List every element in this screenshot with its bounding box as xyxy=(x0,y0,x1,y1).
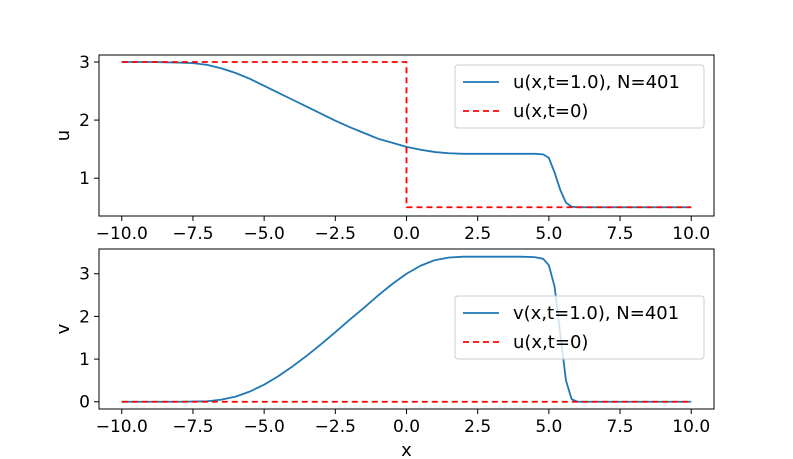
y-tick-label: 1 xyxy=(79,169,90,189)
x-tick-label: −2.5 xyxy=(315,417,356,437)
x-tick-label: 7.5 xyxy=(607,417,634,437)
x-tick-label: 10.0 xyxy=(672,417,710,437)
x-tick-label: 10.0 xyxy=(672,224,710,244)
legend-label: u(x,t=0) xyxy=(513,332,588,353)
x-tick-label: 0.0 xyxy=(393,417,420,437)
x-tick-label: 5.0 xyxy=(535,224,562,244)
y-tick-label: 2 xyxy=(79,111,90,131)
x-tick-label: 0.0 xyxy=(393,224,420,244)
x-tick-label: 2.5 xyxy=(464,417,491,437)
series-line-solution xyxy=(121,61,692,209)
x-axis-label: x xyxy=(401,440,412,459)
x-tick-label: 5.0 xyxy=(535,417,562,437)
y-tick-label: 1 xyxy=(79,350,90,370)
x-tick-label: −7.5 xyxy=(172,224,213,244)
legend: u(x,t=1.0), N=401 u(x,t=0) xyxy=(454,64,705,129)
x-tick-label: −7.5 xyxy=(172,417,213,437)
legend-box xyxy=(454,295,705,360)
legend-label: u(x,t=1.0), N=401 xyxy=(513,72,680,93)
x-tick-label: −10.0 xyxy=(96,224,148,244)
legend-label: v(x,t=1.0), N=401 xyxy=(513,303,679,324)
x-tick-label: −5.0 xyxy=(243,224,284,244)
x-tick-label: 7.5 xyxy=(607,224,634,244)
top-subplot-u: −10.0 −7.5 −5.0 −2.5 0.0 2.5 5.0 7.5 10.0 1 2 3 u u(x… xyxy=(53,53,715,244)
legend-box xyxy=(454,64,705,129)
legend: v(x,t=1.0), N=401 u(x,t=0) xyxy=(454,295,705,360)
y-axis-label: u xyxy=(53,130,74,141)
bottom-subplot-v: −10.0 −7.5 −5.0 −2.5 0.0 2.5 5.0 7.5 10.0 0 1 2 3 v x v… xyxy=(53,248,715,459)
x-tick-label: −5.0 xyxy=(243,417,284,437)
x-tick-label: 2.5 xyxy=(464,224,491,244)
legend-label: u(x,t=0) xyxy=(513,101,588,122)
series-line-initial xyxy=(121,61,692,209)
series-line-solution xyxy=(121,255,692,403)
y-tick-label: 3 xyxy=(79,265,90,285)
y-axis-label: v xyxy=(53,323,74,334)
x-tick-label: −10.0 xyxy=(96,417,148,437)
x-tick-label: −2.5 xyxy=(315,224,356,244)
y-tick-label: 2 xyxy=(79,307,90,327)
y-tick-label: 3 xyxy=(79,53,90,73)
y-tick-label: 0 xyxy=(79,393,90,413)
